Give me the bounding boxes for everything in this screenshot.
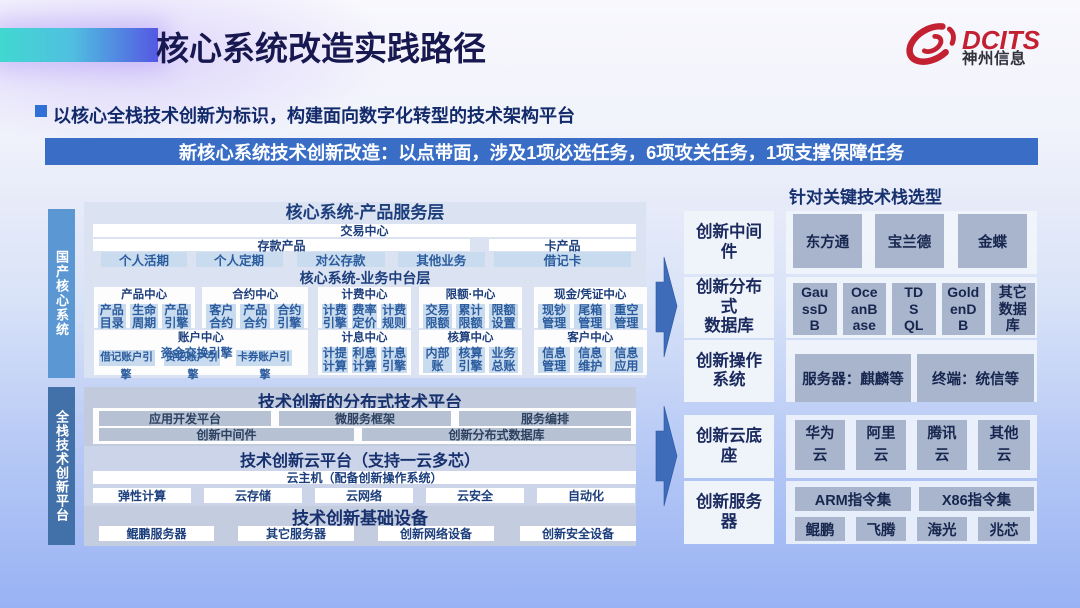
svg-text:神州信息: 神州信息	[962, 49, 1026, 68]
svg-text:DCITS: DCITS	[962, 25, 1041, 55]
